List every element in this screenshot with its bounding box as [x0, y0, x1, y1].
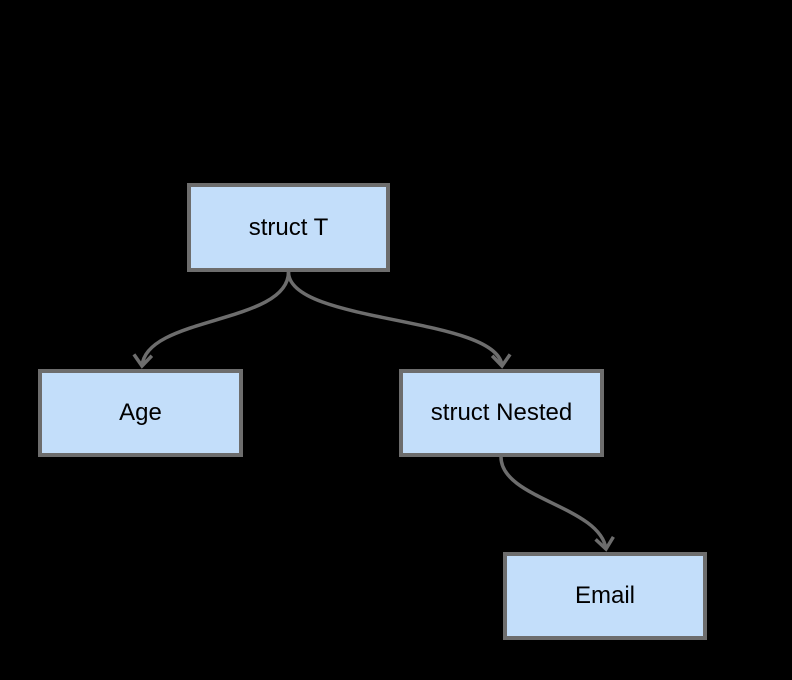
node-label-struct-t: struct T: [248, 213, 329, 241]
edge-struct-t-to-age: [132, 271, 291, 369]
edge-struct-nested-to-email: [499, 456, 615, 552]
node-label-email: Email: [574, 582, 635, 609]
node-label-age: Age: [119, 399, 162, 426]
edge-struct-t-to-struct-nested: [286, 271, 512, 369]
node-struct-nested: struct Nested: [399, 369, 604, 457]
node-email: Email: [503, 552, 707, 640]
edge-group: [132, 271, 615, 552]
node-age: Age: [38, 369, 243, 457]
node-struct-t: struct T: [187, 183, 390, 272]
node-label-struct-nested: struct Nested: [430, 399, 573, 426]
